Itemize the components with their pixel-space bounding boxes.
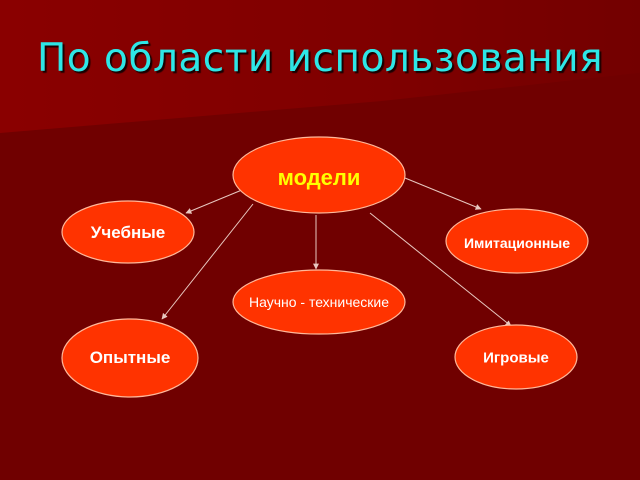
center-label: модели	[277, 165, 361, 190]
slide-title: По области использования	[36, 36, 604, 81]
node-center-modeli[interactable]	[232, 136, 406, 214]
node-label-nauchno-tekhnicheskie: Научно - технические	[248, 294, 390, 310]
node-uchebnye[interactable]	[61, 200, 195, 264]
node-nauchno-tekhnicheskie[interactable]	[232, 269, 406, 335]
node-igrovye[interactable]	[454, 324, 578, 390]
connector-imitatsionnye	[404, 177, 482, 210]
node-label-opytnye: Опытные	[89, 348, 171, 367]
node-label-igrovye: Игровые	[483, 349, 549, 367]
connector-igrovye	[369, 212, 512, 327]
node-opytnye[interactable]	[61, 318, 199, 398]
node-imitatsionnye[interactable]	[445, 208, 589, 274]
connector-opytnye	[161, 203, 254, 320]
node-label-imitatsionnye: Имитационные	[463, 235, 571, 251]
node-label-uchebnye: Учебные	[90, 223, 166, 242]
